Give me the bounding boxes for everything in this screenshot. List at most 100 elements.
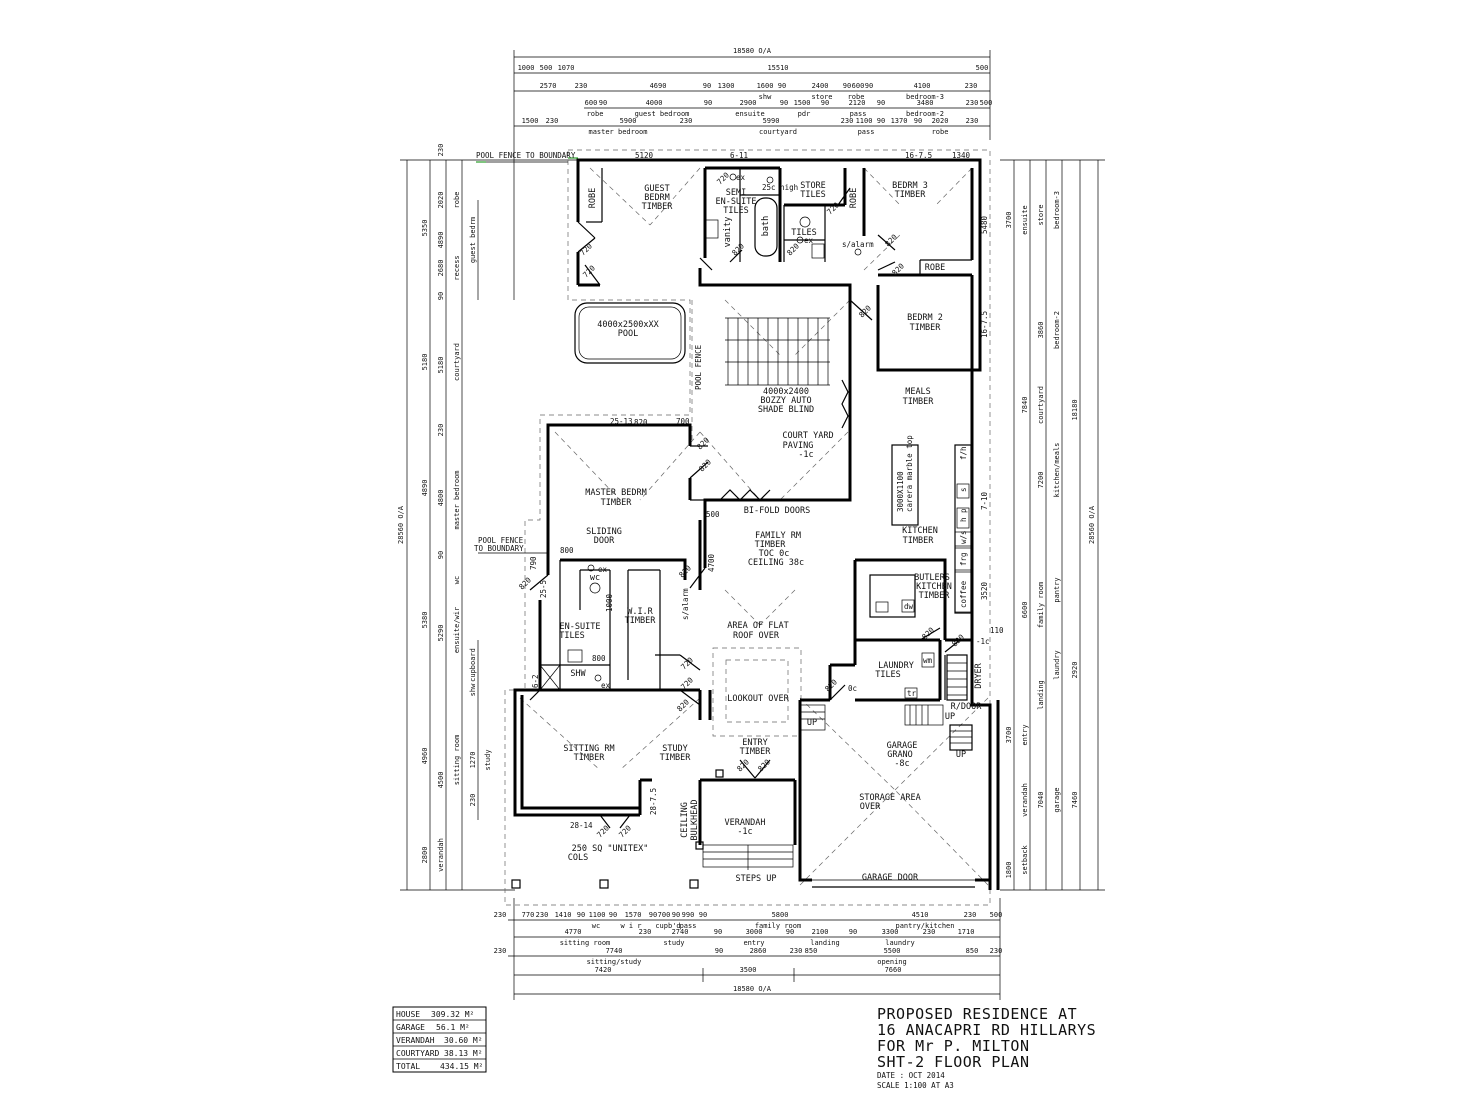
plan-label: 2400: [812, 82, 829, 90]
plan-label: 1500: [522, 117, 539, 125]
fixtures: [511, 173, 975, 889]
plan-label: ensuite: [735, 110, 765, 118]
plan-label: 230: [536, 911, 549, 919]
plan-label: KITCHEN: [916, 582, 952, 592]
plan-label: 850: [966, 947, 979, 955]
kitchen-island: [891, 444, 919, 526]
plan-label: 3520: [980, 581, 989, 600]
plan-label: TIMBER: [574, 753, 606, 763]
plan-label: 1270: [469, 752, 477, 769]
plan-label: 7840: [1021, 397, 1029, 414]
plan-label: 230: [469, 794, 477, 807]
columns-label: 250 SQ "UNITEX" COLS: [568, 844, 649, 863]
plan-label: EN-SUITE: [716, 197, 757, 207]
plan-label: 16-7.5: [980, 311, 989, 338]
area-schedule-table: HOUSE 309.32 M² GARAGE 56.1 M² VERANDAH …: [392, 1006, 487, 1073]
plan-label: 90: [843, 82, 851, 90]
plan-label: 90: [714, 928, 722, 936]
plan-label: 720: [715, 170, 731, 186]
plan-label: landing: [1037, 680, 1045, 710]
plan-label: 3000X1100: [896, 471, 905, 512]
plan-label: 7420: [595, 966, 612, 974]
plan-label: bedroom-2: [1053, 311, 1061, 349]
plan-label: 4000x2400: [763, 387, 809, 397]
plan-label: UP: [956, 750, 966, 760]
plan-label: HOUSE: [396, 1010, 420, 1019]
room-verandah: VERANDAH -1c: [725, 818, 766, 837]
plan-label: 4000x2500xXX: [597, 320, 659, 330]
plan-label: LOOKOUT OVER: [727, 694, 789, 704]
plan-label: store: [811, 93, 832, 101]
plan-label: 3480: [917, 99, 934, 107]
plan-label: garage: [1053, 787, 1061, 812]
plan-label: verandah: [1021, 783, 1029, 817]
plan-label: 2900: [740, 99, 757, 107]
plan-label: 1800: [1005, 862, 1013, 879]
plan-label: 230: [923, 928, 936, 936]
plan-label: pass: [680, 922, 697, 930]
plan-label: 720: [679, 655, 695, 671]
pool-fence-vertical-label: POOL FENCE: [694, 344, 703, 390]
plan-label: dw: [904, 602, 914, 611]
plan-label: TILES: [875, 670, 901, 680]
plan-label: -1c: [798, 450, 813, 460]
plan-label: recess: [453, 255, 461, 280]
plan-label: 4890: [437, 232, 445, 249]
plan-label: wc: [592, 922, 600, 930]
plan-label: 230: [965, 82, 978, 90]
plan-label: AREA OF FLAT: [727, 621, 788, 631]
plan-label: SHADE BLIND: [758, 405, 814, 415]
plan-label: 230: [575, 82, 588, 90]
bottom-dim-row-2: 4770 230 2740 90 3000 90 2100 90 3300 23…: [560, 928, 975, 947]
plan-label: 1500: [794, 99, 811, 107]
plan-label: 5180: [437, 357, 445, 374]
plan-label: 1340: [952, 151, 971, 160]
shade-blind-slats: [725, 317, 830, 386]
plan-label: BI-FOLD DOORS: [744, 506, 811, 516]
plan-label: family room: [1037, 582, 1045, 628]
pool-fence-top-label: POOL FENCE TO BOUNDARY: [476, 151, 576, 160]
plan-label: -1c: [737, 827, 752, 837]
front-steps: [702, 844, 794, 870]
plan-label: 4770: [565, 928, 582, 936]
plan-label: 90: [437, 551, 445, 559]
plan-label: study: [484, 749, 492, 770]
plan-label: BEDRM: [644, 193, 670, 203]
plan-label: 500: [976, 64, 989, 72]
plan-label: BOZZY AUTO: [760, 396, 811, 406]
plan-label: 5120: [635, 151, 654, 160]
plan-label: 6-2: [531, 674, 540, 688]
plan-label: SITTING RM: [563, 744, 614, 754]
plan-label: 90: [877, 99, 885, 107]
plan-label: 25-5: [539, 580, 548, 598]
plan-label: CEILING: [680, 802, 690, 838]
plan-label: 7-10: [980, 491, 989, 510]
plan-label: bedroom-2: [906, 110, 944, 118]
room-laundry: LAUNDRY TILES: [875, 661, 914, 680]
plan-label: tr: [907, 689, 917, 698]
plan-label: SLIDING: [586, 527, 622, 537]
plan-label: GARAGE: [887, 741, 918, 751]
plan-label: 90: [609, 911, 617, 919]
plan-label: 3860: [1037, 322, 1045, 339]
plan-label: 90: [437, 292, 445, 300]
plan-label: 90: [703, 82, 711, 90]
room-courtyard: COURT YARD PAVING -1c: [782, 431, 833, 460]
plan-label: ROBE: [925, 263, 945, 273]
plan-label: 230: [494, 947, 507, 955]
plan-label: ensuite: [1021, 205, 1029, 235]
plan-label: study: [663, 939, 684, 947]
plan-label: 600: [852, 82, 865, 90]
plan-label: frg: [959, 552, 968, 566]
plan-label: GUEST: [644, 184, 670, 194]
plan-label: 4510: [912, 911, 929, 919]
plan-label: w i r: [620, 922, 641, 930]
plan-label: LAUNDRY: [878, 661, 914, 671]
top-dim-row-4: 1500 230 5900 230 5990 230 1100 90 1370 …: [522, 117, 979, 136]
bath-tub: [754, 197, 778, 257]
plan-label: BEDRM 3: [892, 181, 928, 191]
plan-label: 30.60 M²: [444, 1036, 483, 1045]
plan-label: f/h: [959, 446, 968, 460]
plan-label: 4000: [646, 99, 663, 107]
plan-label: courtyard: [453, 343, 461, 381]
